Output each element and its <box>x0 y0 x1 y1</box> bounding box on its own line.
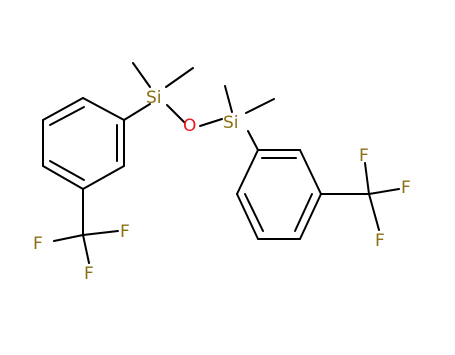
bond-si-right-methyl-1 <box>224 85 233 113</box>
atom-f2-left: F <box>120 222 130 242</box>
bond-right-cf3-f1 <box>364 162 370 195</box>
atom-f1-right: F <box>359 146 369 166</box>
atom-f3-left: F <box>84 264 94 284</box>
bond-si-right-ring <box>247 130 259 151</box>
atom-si-left: Si <box>146 88 162 108</box>
right-benzene-ring <box>236 149 322 240</box>
bond-si-right-methyl-2 <box>245 98 275 114</box>
atom-si-right: Si <box>223 113 239 133</box>
bond-right-cf3-f3 <box>368 193 380 231</box>
atom-f1-left: F <box>33 234 43 254</box>
atom-f2-right: F <box>401 178 411 198</box>
left-benzene-ring <box>42 97 125 190</box>
bond-si-left-methyl-2 <box>165 67 194 88</box>
atom-f3-right: F <box>375 231 385 251</box>
atom-oxygen: O <box>183 116 196 136</box>
bond-left-cf3-f2 <box>82 230 119 236</box>
bond-si-left-methyl-1 <box>132 62 151 88</box>
bonds <box>42 62 400 264</box>
bond-right-cf3-f2 <box>368 188 400 195</box>
bond-si-left-oxygen <box>166 104 185 123</box>
bond-oxygen-si-right <box>199 118 223 127</box>
atom-labels: Si O Si F F F F F F <box>33 88 411 284</box>
bond-si-left-ring <box>123 103 151 121</box>
bond-left-cf3-f1 <box>53 234 84 242</box>
bond-left-cf3-f3 <box>82 234 90 264</box>
